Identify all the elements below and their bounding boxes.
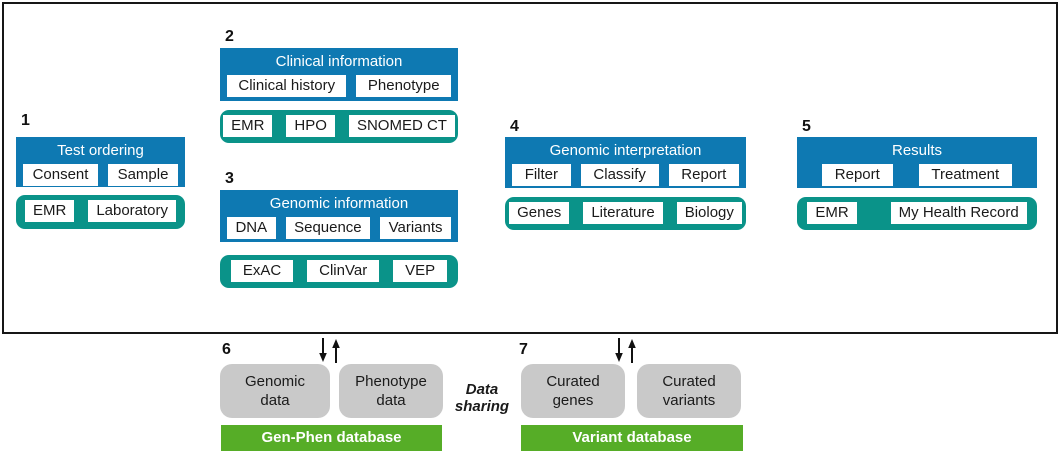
resource-chip: SNOMED CT: [348, 115, 455, 137]
step-chip: Variants: [380, 217, 452, 239]
stage-results: 5 Results Report Treatment EMR My Health…: [797, 118, 1037, 232]
step-chip: Treatment: [918, 164, 1012, 186]
stage-header-box: Results Report Treatment: [797, 137, 1037, 188]
data-box-phenotype-data: Phenotype data: [339, 364, 443, 418]
resource-chip: Biology: [676, 202, 742, 224]
resource-chip: EMR: [24, 200, 75, 222]
resource-chip: Genes: [509, 202, 570, 224]
step-chip: DNA: [227, 217, 276, 239]
resource-chip: Literature: [583, 202, 663, 224]
data-box-genomic-data: Genomic data: [220, 364, 330, 418]
stage-number: 3: [225, 170, 234, 187]
arrow-down-icon: [319, 338, 327, 362]
resource-chip: EMR: [223, 115, 273, 137]
resource-chip: EMR: [807, 202, 857, 224]
resource-chip: Laboratory: [88, 200, 177, 222]
stage-number: 7: [519, 341, 528, 358]
stage-header-box: Genomic interpretation Filter Classify R…: [505, 137, 746, 188]
arrow-down-icon: [615, 338, 623, 362]
step-chip-row: DNA Sequence Variants: [227, 217, 452, 239]
step-chip: Sample: [108, 164, 179, 186]
step-chip: Report: [668, 164, 740, 186]
stage-title: Genomic interpretation: [549, 142, 702, 159]
resource-bar: EMR Laboratory: [16, 195, 185, 229]
resource-chip: ClinVar: [307, 260, 380, 282]
data-exchange-arrows: [319, 338, 340, 363]
step-chip-row: Filter Classify Report: [512, 164, 740, 186]
data-box-label: Genomic data: [244, 373, 306, 409]
step-chip-row: Clinical history Phenotype: [227, 75, 451, 97]
resource-bar: EMR HPO SNOMED CT: [220, 110, 458, 143]
resource-chip: VEP: [393, 260, 448, 282]
step-chip-row: Report Treatment: [804, 164, 1030, 186]
resource-bar: ExAC ClinVar VEP: [220, 255, 458, 288]
stage-header-box: Genomic information DNA Sequence Variant…: [220, 190, 458, 242]
stage-header-box: Clinical information Clinical history Ph…: [220, 48, 458, 101]
step-chip: Clinical history: [227, 75, 347, 97]
arrow-up-icon: [332, 339, 340, 363]
stage-clinical-information: 2 Clinical information Clinical history …: [220, 28, 458, 146]
resource-chip: ExAC: [231, 260, 294, 282]
data-box-label: Phenotype data: [355, 373, 427, 409]
data-sharing-label: Data sharing: [454, 381, 510, 415]
gen-phen-database-bar: Gen-Phen database: [221, 425, 442, 451]
stage-title: Test ordering: [57, 142, 144, 159]
step-chip: Consent: [23, 164, 99, 186]
step-chip: Sequence: [285, 217, 371, 239]
arrow-up-icon: [628, 339, 636, 363]
step-chip: Filter: [512, 164, 571, 186]
resource-chip: My Health Record: [890, 202, 1027, 224]
resource-chip: HPO: [286, 115, 335, 137]
stage-number: 2: [225, 28, 234, 45]
variant-database-bar: Variant database: [521, 425, 743, 451]
step-chip-row: Consent Sample: [23, 164, 179, 186]
stage-number: 4: [510, 118, 519, 135]
data-box-label: Curated variants: [662, 373, 716, 409]
data-box-curated-genes: Curated genes: [521, 364, 625, 418]
resource-bar: EMR My Health Record: [797, 197, 1037, 230]
stage-test-ordering: 1 Test ordering Consent Sample EMR Labor…: [16, 112, 185, 232]
stage-number: 5: [802, 118, 811, 135]
stage-number: 1: [21, 112, 30, 129]
stage-header-box: Test ordering Consent Sample: [16, 137, 185, 187]
step-chip: Phenotype: [356, 75, 451, 97]
data-box-curated-variants: Curated variants: [637, 364, 741, 418]
data-exchange-arrows: [615, 338, 636, 363]
stage-number: 6: [222, 341, 231, 358]
data-box-label: Curated genes: [546, 373, 600, 409]
stage-title: Results: [891, 142, 943, 159]
step-chip: Classify: [580, 164, 659, 186]
resource-bar: Genes Literature Biology: [505, 197, 746, 230]
stage-genomic-information: 3 Genomic information DNA Sequence Varia…: [220, 170, 458, 290]
stage-genomic-interpretation: 4 Genomic interpretation Filter Classify…: [505, 118, 746, 232]
step-chip: Report: [822, 164, 893, 186]
stage-title: Clinical information: [275, 53, 403, 70]
stage-title: Genomic information: [269, 195, 409, 212]
